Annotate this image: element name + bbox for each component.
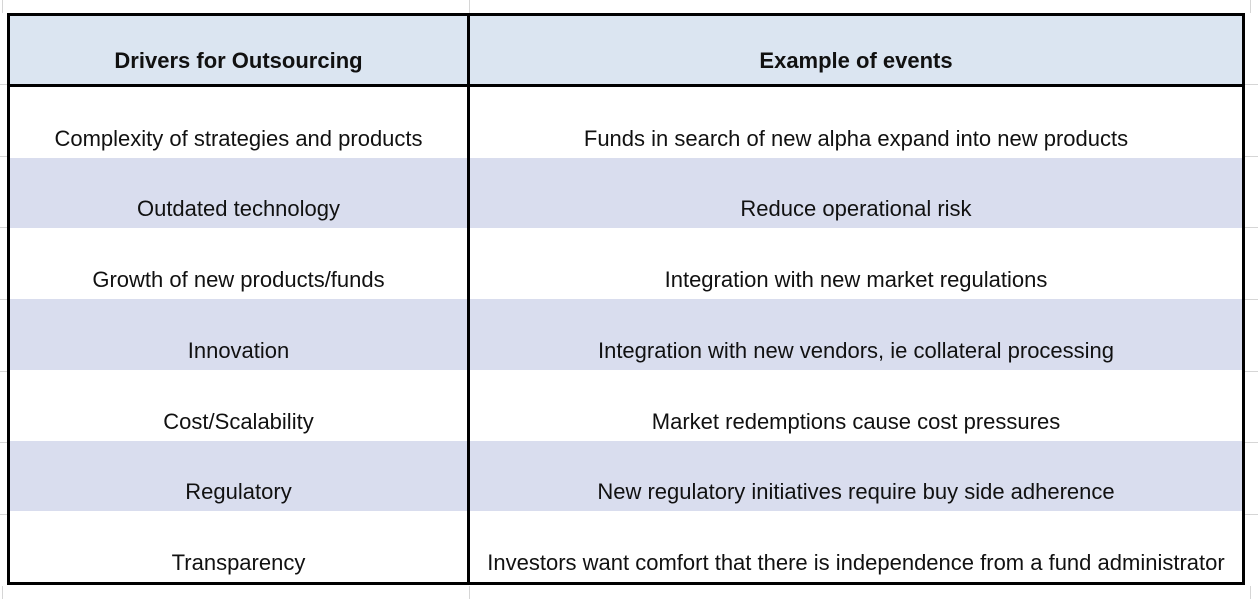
sheet-gridline: [1250, 0, 1251, 13]
column-header-label: Drivers for Outsourcing: [114, 48, 363, 73]
sheet-gridline: [1245, 299, 1258, 300]
driver-text: Innovation: [187, 337, 290, 363]
driver-cell: Growth of new products/funds: [10, 228, 470, 300]
table-row: Growth of new products/funds Integration…: [10, 228, 1242, 300]
sheet-gridline: [0, 371, 7, 372]
example-text: Investors want comfort that there is ind…: [487, 550, 1225, 576]
example-cell: Funds in search of new alpha expand into…: [470, 87, 1242, 158]
sheet-gridline: [469, 586, 470, 599]
example-text: Market redemptions cause cost pressures: [651, 408, 1061, 434]
table-header-row: Drivers for Outsourcing Example of event…: [10, 16, 1242, 87]
example-text: New regulatory initiatives require buy s…: [597, 479, 1115, 505]
table-row: Regulatory New regulatory initiatives re…: [10, 440, 1242, 512]
sheet-gridline: [1245, 442, 1258, 443]
table-row: Cost/Scalability Market redemptions caus…: [10, 369, 1242, 441]
sheet-gridline: [0, 442, 7, 443]
table-row: Complexity of strategies and products Fu…: [10, 87, 1242, 158]
sheet-gridline: [1245, 156, 1258, 157]
column-header-label: Example of events: [759, 48, 953, 73]
table-row: Transparency Investors want comfort that…: [10, 511, 1242, 583]
sheet-gridline: [0, 514, 7, 515]
example-cell: Integration with new market regulations: [470, 228, 1242, 299]
example-cell: Integration with new vendors, ie collate…: [470, 299, 1242, 370]
driver-text: Complexity of strategies and products: [54, 125, 423, 151]
sheet-gridline: [1245, 84, 1258, 85]
driver-cell: Regulatory: [10, 440, 470, 512]
column-header-examples: Example of events: [470, 16, 1242, 84]
sheet-gridline: [1245, 371, 1258, 372]
driver-cell: Outdated technology: [10, 157, 470, 229]
sheet-gridline: [0, 299, 7, 300]
sheet-gridline: [2, 0, 3, 13]
column-header-drivers: Drivers for Outsourcing: [10, 16, 470, 84]
sheet-gridline: [469, 0, 470, 13]
sheet-gridline: [0, 227, 7, 228]
table-row: Innovation Integration with new vendors,…: [10, 299, 1242, 370]
example-text: Integration with new vendors, ie collate…: [597, 337, 1115, 363]
example-text: Funds in search of new alpha expand into…: [583, 125, 1129, 151]
driver-cell: Innovation: [10, 299, 470, 370]
example-cell: Market redemptions cause cost pressures: [470, 370, 1242, 441]
example-cell: New regulatory initiatives require buy s…: [470, 441, 1242, 512]
driver-cell: Transparency: [10, 511, 470, 583]
example-cell: Reduce operational risk: [470, 158, 1242, 229]
example-text: Reduce operational risk: [740, 196, 972, 222]
sheet-gridline: [2, 586, 3, 599]
driver-text: Transparency: [171, 550, 306, 576]
sheet-gridline: [1250, 586, 1251, 599]
driver-text: Cost/Scalability: [163, 408, 314, 434]
sheet-gridline: [0, 156, 7, 157]
driver-cell: Complexity of strategies and products: [10, 87, 470, 158]
outsourcing-drivers-table: Drivers for Outsourcing Example of event…: [7, 13, 1245, 585]
driver-cell: Cost/Scalability: [10, 369, 470, 441]
sheet-gridline: [1245, 227, 1258, 228]
example-text: Integration with new market regulations: [664, 267, 1048, 293]
sheet-gridline: [0, 84, 7, 85]
table-row: Outdated technology Reduce operational r…: [10, 157, 1242, 229]
sheet-gridline: [1245, 514, 1258, 515]
driver-text: Growth of new products/funds: [92, 267, 385, 293]
driver-text: Regulatory: [185, 479, 292, 505]
driver-text: Outdated technology: [136, 196, 341, 222]
example-cell: Investors want comfort that there is ind…: [470, 511, 1242, 582]
